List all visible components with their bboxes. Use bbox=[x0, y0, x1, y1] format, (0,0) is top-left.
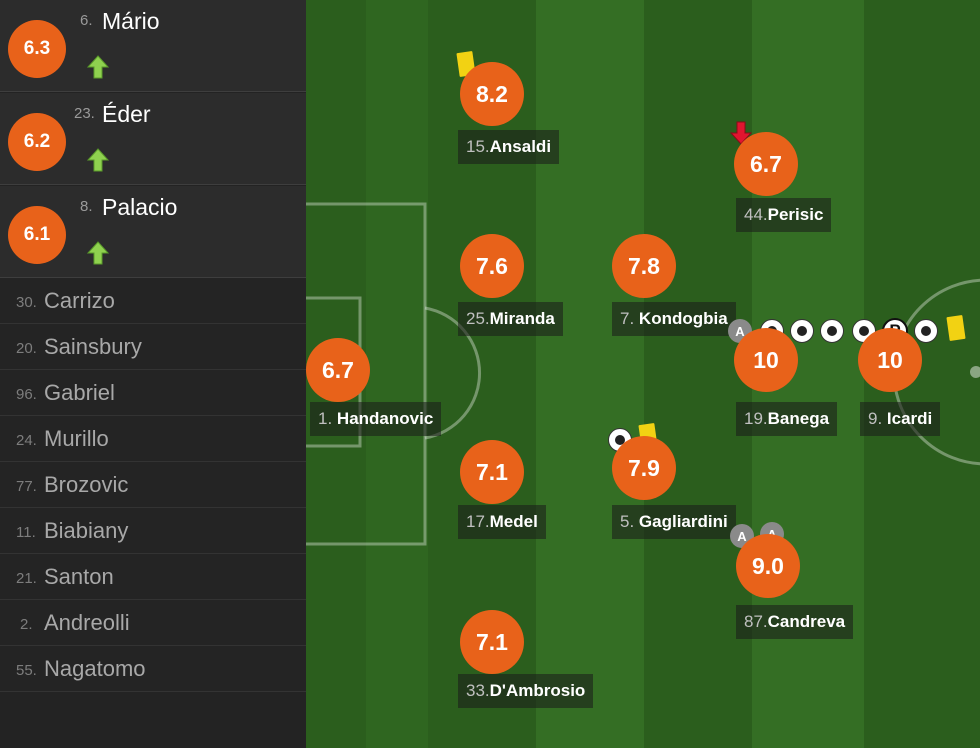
player-number: 33. bbox=[466, 681, 490, 700]
banega-rating[interactable]: 10 bbox=[734, 328, 798, 392]
player-name: Gagliardini bbox=[638, 512, 728, 531]
pitch-stripe bbox=[536, 0, 644, 748]
player-number: 87. bbox=[744, 612, 768, 631]
player-number: 77. bbox=[16, 478, 37, 495]
perisic-label[interactable]: 44.Perisic bbox=[736, 198, 832, 232]
bench-player-row[interactable]: 2. Andreolli bbox=[0, 600, 306, 646]
sub-in-arrow-icon bbox=[86, 148, 110, 172]
player-name: Kondogbia bbox=[638, 309, 728, 328]
player-number: 20. bbox=[16, 340, 37, 357]
player-name: Perisic bbox=[767, 205, 824, 224]
rating-badge: 6.3 bbox=[8, 20, 66, 78]
player-number: 5. bbox=[620, 512, 635, 531]
icardi-label[interactable]: 9. Icardi bbox=[860, 402, 941, 436]
player-number: 24. bbox=[16, 432, 37, 449]
player-number: 7. bbox=[620, 309, 635, 328]
player-number: 6. bbox=[80, 12, 93, 29]
player-number: 2. bbox=[20, 616, 33, 633]
bench-player-row[interactable]: 96. Gabriel bbox=[0, 370, 306, 416]
substitute-row[interactable]: 6.3 6. Mário bbox=[0, 0, 306, 92]
player-number: 44. bbox=[744, 205, 768, 224]
player-name: D'Ambrosio bbox=[489, 681, 586, 700]
bench-player-row[interactable]: 11. Biabiany bbox=[0, 508, 306, 554]
player-number: 15. bbox=[466, 137, 490, 156]
player-number: 30. bbox=[16, 294, 37, 311]
banega-label[interactable]: 19.Banega bbox=[736, 402, 838, 436]
icardi-rating[interactable]: 10 bbox=[858, 328, 922, 392]
dambrosio-label[interactable]: 33.D'Ambrosio bbox=[458, 674, 594, 708]
lineup-sidebar: 6.3 6. Mário 6.2 23. Éder 6.1 8. Palacio… bbox=[0, 0, 306, 748]
player-name: Brozovic bbox=[44, 472, 129, 497]
bench-player-row[interactable]: 30. Carrizo bbox=[0, 278, 306, 324]
substitute-row[interactable]: 6.1 8. Palacio bbox=[0, 186, 306, 278]
kondogbia-label[interactable]: 7. Kondogbia bbox=[612, 302, 736, 336]
player-number: 17. bbox=[466, 512, 490, 531]
player-name: Éder bbox=[102, 101, 151, 127]
player-number: 9. bbox=[868, 409, 883, 428]
player-number: 1. bbox=[318, 409, 333, 428]
player-name: Banega bbox=[767, 409, 830, 428]
player-name: Santon bbox=[44, 564, 114, 589]
goal-ball-icon bbox=[820, 319, 844, 343]
player-name: Miranda bbox=[489, 309, 555, 328]
player-name: Ansaldi bbox=[489, 137, 552, 156]
bench-player-row[interactable]: 20. Sainsbury bbox=[0, 324, 306, 370]
player-name: Medel bbox=[489, 512, 538, 531]
player-name: Nagatomo bbox=[44, 656, 146, 681]
player-name: Carrizo bbox=[44, 288, 115, 313]
sub-in-arrow-icon bbox=[86, 241, 110, 265]
pitch-stripe bbox=[366, 0, 428, 748]
bench-player-row[interactable]: 55. Nagatomo bbox=[0, 646, 306, 692]
miranda-label[interactable]: 25.Miranda bbox=[458, 302, 563, 336]
player-name: Handanovic bbox=[336, 409, 434, 428]
player-number: 11. bbox=[16, 524, 36, 541]
handanovic-rating[interactable]: 6.7 bbox=[306, 338, 370, 402]
medel-rating[interactable]: 7.1 bbox=[460, 440, 524, 504]
rating-badge: 6.2 bbox=[8, 113, 66, 171]
player-name: Mário bbox=[102, 8, 160, 34]
handanovic-label[interactable]: 1. Handanovic bbox=[310, 402, 442, 436]
dambrosio-rating[interactable]: 7.1 bbox=[460, 610, 524, 674]
player-number: 55. bbox=[16, 662, 37, 679]
player-number: 25. bbox=[466, 309, 490, 328]
player-name: Gabriel bbox=[44, 380, 115, 405]
candreva-label[interactable]: 87.Candreva bbox=[736, 605, 854, 639]
bench-player-row[interactable]: 77. Brozovic bbox=[0, 462, 306, 508]
player-name: Sainsbury bbox=[44, 334, 142, 359]
candreva-rating[interactable]: 9.0 bbox=[736, 534, 800, 598]
player-name: Biabiany bbox=[44, 518, 129, 543]
player-name: Candreva bbox=[767, 612, 846, 631]
yellow-card-icon bbox=[946, 315, 966, 341]
ansaldi-rating[interactable]: 8.2 bbox=[460, 62, 524, 126]
gagliardini-rating[interactable]: 7.9 bbox=[612, 436, 676, 500]
goal-ball-icon bbox=[790, 319, 814, 343]
pitch-stripe bbox=[644, 0, 752, 748]
miranda-rating[interactable]: 7.6 bbox=[460, 234, 524, 298]
pitch: 6.7 1. Handanovic 8.2 15.Ansaldi 7.6 25.… bbox=[306, 0, 980, 748]
player-name: Andreolli bbox=[44, 610, 130, 635]
player-number: 19. bbox=[744, 409, 768, 428]
substitute-row[interactable]: 6.2 23. Éder bbox=[0, 93, 306, 185]
perisic-rating[interactable]: 6.7 bbox=[734, 132, 798, 196]
player-name: Palacio bbox=[102, 194, 178, 220]
bench-player-row[interactable]: 24. Murillo bbox=[0, 416, 306, 462]
goal-ball-icon bbox=[914, 319, 938, 343]
player-name: Murillo bbox=[44, 426, 109, 451]
ansaldi-label[interactable]: 15.Ansaldi bbox=[458, 130, 560, 164]
sub-in-arrow-icon bbox=[86, 55, 110, 79]
gagliardini-label[interactable]: 5. Gagliardini bbox=[612, 505, 736, 539]
bench-player-row[interactable]: 21. Santon bbox=[0, 554, 306, 600]
rating-badge: 6.1 bbox=[8, 206, 66, 264]
medel-label[interactable]: 17.Medel bbox=[458, 505, 546, 539]
player-number: 8. bbox=[80, 198, 93, 215]
kondogbia-rating[interactable]: 7.8 bbox=[612, 234, 676, 298]
player-number: 23. bbox=[74, 105, 95, 122]
player-name: Icardi bbox=[886, 409, 933, 428]
player-number: 96. bbox=[16, 386, 37, 403]
player-number: 21. bbox=[16, 570, 37, 587]
